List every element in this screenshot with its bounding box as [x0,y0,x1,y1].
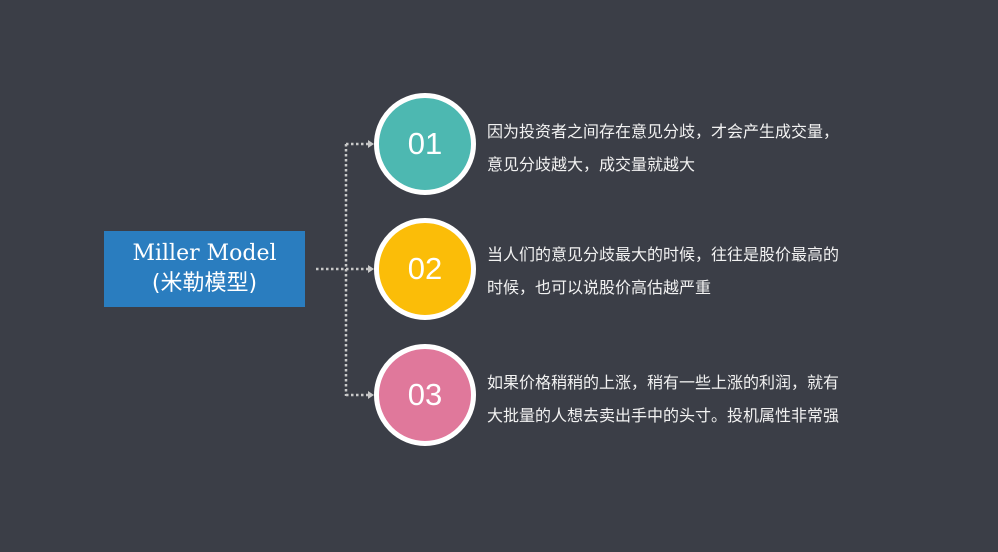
title-chinese: (米勒模型) [151,271,258,296]
step-number: 01 [407,126,443,161]
description-line: 大批量的人想去卖出手中的头寸。投机属性非常强 [487,406,840,425]
miller-model-title-box: Miller Model (米勒模型) [104,231,305,307]
description-line: 因为投资者之间存在意见分歧，才会产生成交量， [487,122,840,141]
step-description-02: 当人们的意见分歧最大的时候，往往是股价最高的 时候，也可以说股价高估越严重 [487,238,917,304]
description-line: 如果价格稍稍的上涨，稍有一些上涨的利润，就有 [487,373,840,392]
title-english: Miller Model [132,241,277,266]
description-line: 意见分歧越大，成交量就越大 [487,155,696,174]
step-circle-02: 02 [374,218,476,320]
step-description-01: 因为投资者之间存在意见分歧，才会产生成交量， 意见分歧越大，成交量就越大 [487,115,917,181]
step-number: 03 [407,377,443,412]
step-circle-03: 03 [374,344,476,446]
step-description-03: 如果价格稍稍的上涨，稍有一些上涨的利润，就有 大批量的人想去卖出手中的头寸。投机… [487,366,917,432]
arrow-icon [368,140,374,148]
description-line: 时候，也可以说股价高估越严重 [487,278,712,297]
arrow-icon [368,265,374,273]
arrow-icon [368,391,374,399]
step-number: 02 [407,251,443,286]
description-line: 当人们的意见分歧最大的时候，往往是股价最高的 [487,245,840,264]
step-circle-01: 01 [374,93,476,195]
